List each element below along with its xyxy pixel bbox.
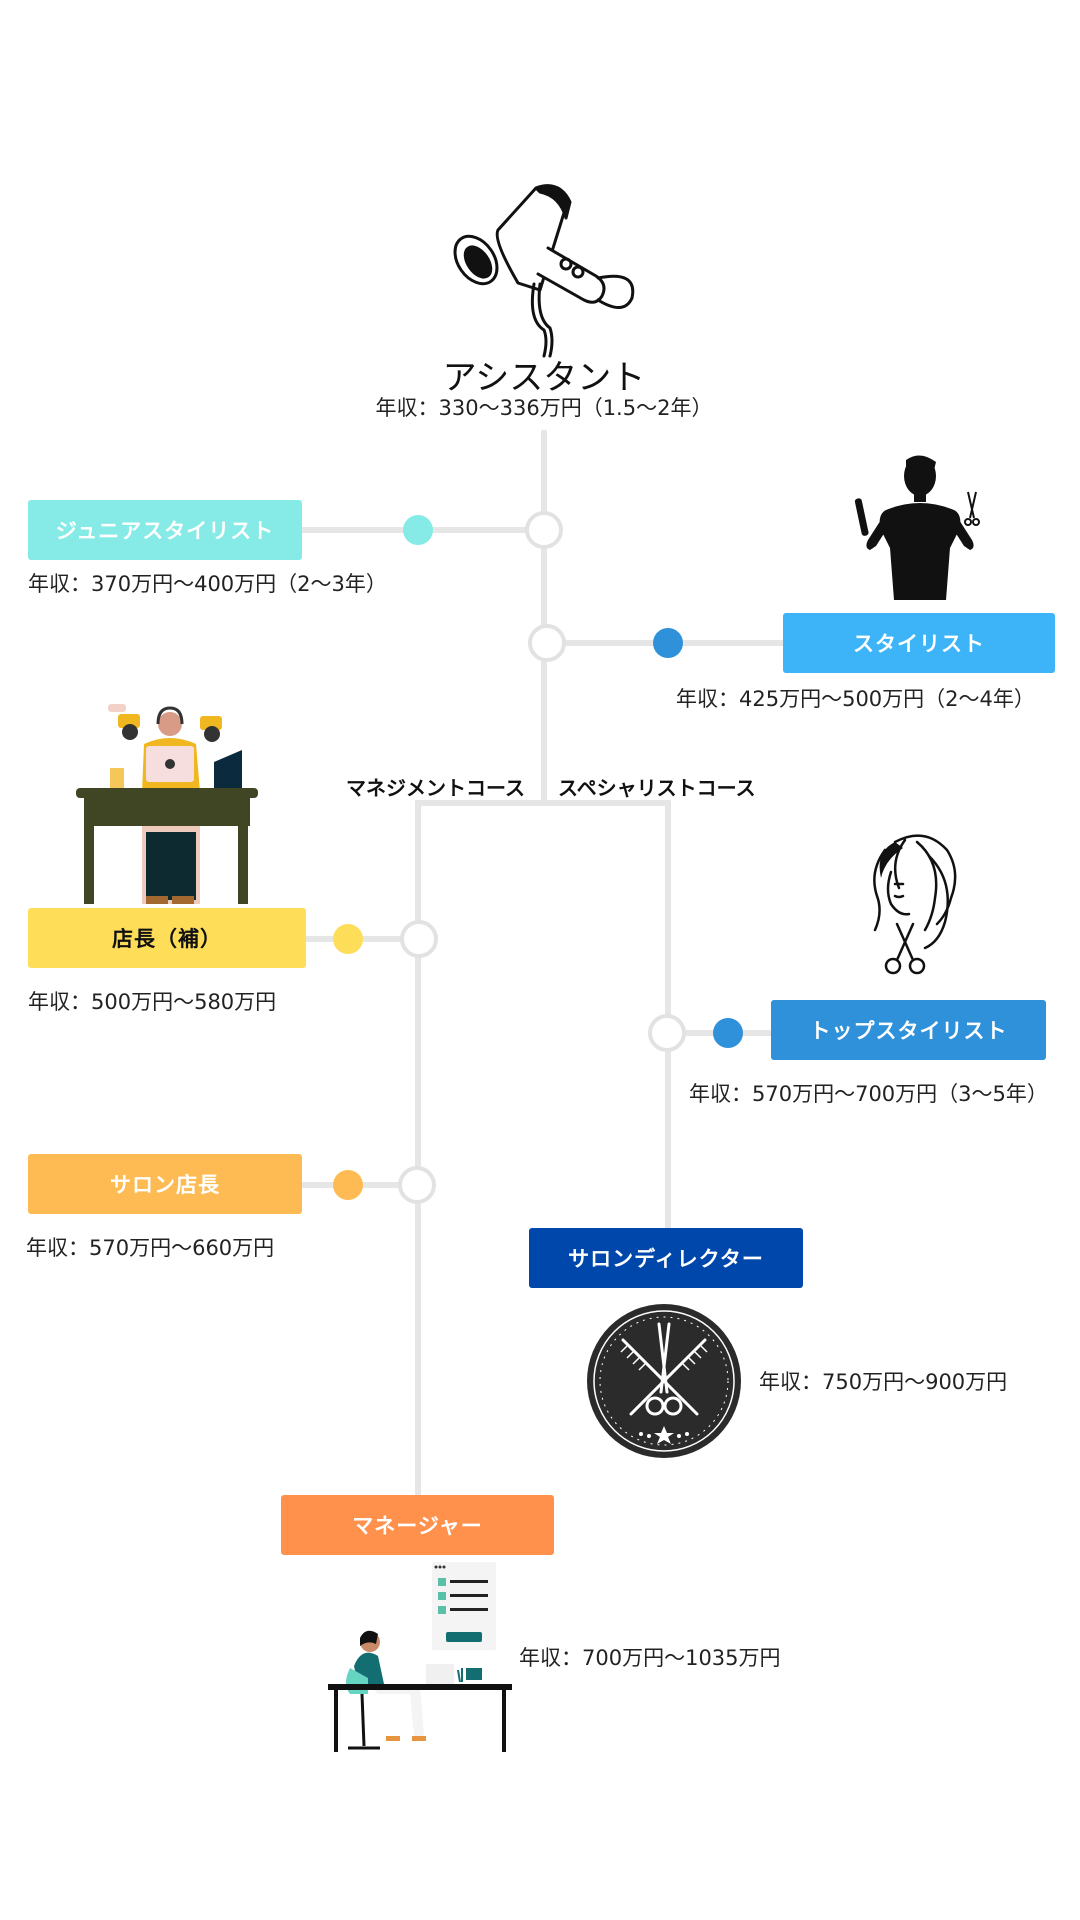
top-stylist-dot [713,1018,743,1048]
junior-junction-ring [525,511,563,549]
management-course-label: マネジメントコース [346,776,525,800]
assistant-title: アシスタント [442,358,646,398]
management-trunk-line [415,800,421,1500]
stylist-box: スタイリスト [783,613,1055,673]
vice-manager-box: 店長（補） [28,908,306,968]
office-worker-icon [328,1562,512,1752]
shop-manager-desk-icon [76,704,258,904]
woman-hair-scissors-icon [873,834,957,975]
vice-manager-dot [333,924,363,954]
salon-manager-box: サロン店長 [28,1154,302,1214]
manager-box: マネージャー [281,1495,554,1555]
junior-dot [403,515,433,545]
vice-manager-junction-ring [400,920,438,958]
salon-director-salary: 年収：750万円〜900万円 [759,1370,1008,1394]
assistant-salary: 年収：330〜336万円（1.5〜2年） [375,396,713,420]
salon-manager-dot [333,1170,363,1200]
barber-badge-icon [587,1304,741,1458]
hair-dryer-icon [453,184,635,358]
main-trunk-line [541,430,547,805]
top-stylist-junction-ring [648,1014,686,1052]
top-stylist-box: トップスタイリスト [771,1000,1046,1060]
stylist-silhouette-icon [854,455,980,600]
junior-stylist-box: ジュニアスタイリスト [28,500,302,560]
salon-manager-junction-ring [398,1166,436,1204]
vice-manager-salary: 年収：500万円〜580万円 [28,990,277,1014]
stylist-junction-ring [528,624,566,662]
top-stylist-salary: 年収：570万円〜700万円（3〜5年） [689,1082,1048,1106]
course-split-line [415,800,671,806]
salon-manager-salary: 年収：570万円〜660万円 [26,1236,275,1260]
junior-salary: 年収：370万円〜400万円（2〜3年） [28,572,387,596]
salon-director-box: サロンディレクター [529,1228,803,1288]
manager-salary: 年収：700万円〜1035万円 [519,1646,781,1670]
stylist-dot [653,628,683,658]
specialist-course-label: スペシャリストコース [558,776,756,800]
stylist-salary: 年収：425万円〜500万円（2〜4年） [676,687,1035,711]
